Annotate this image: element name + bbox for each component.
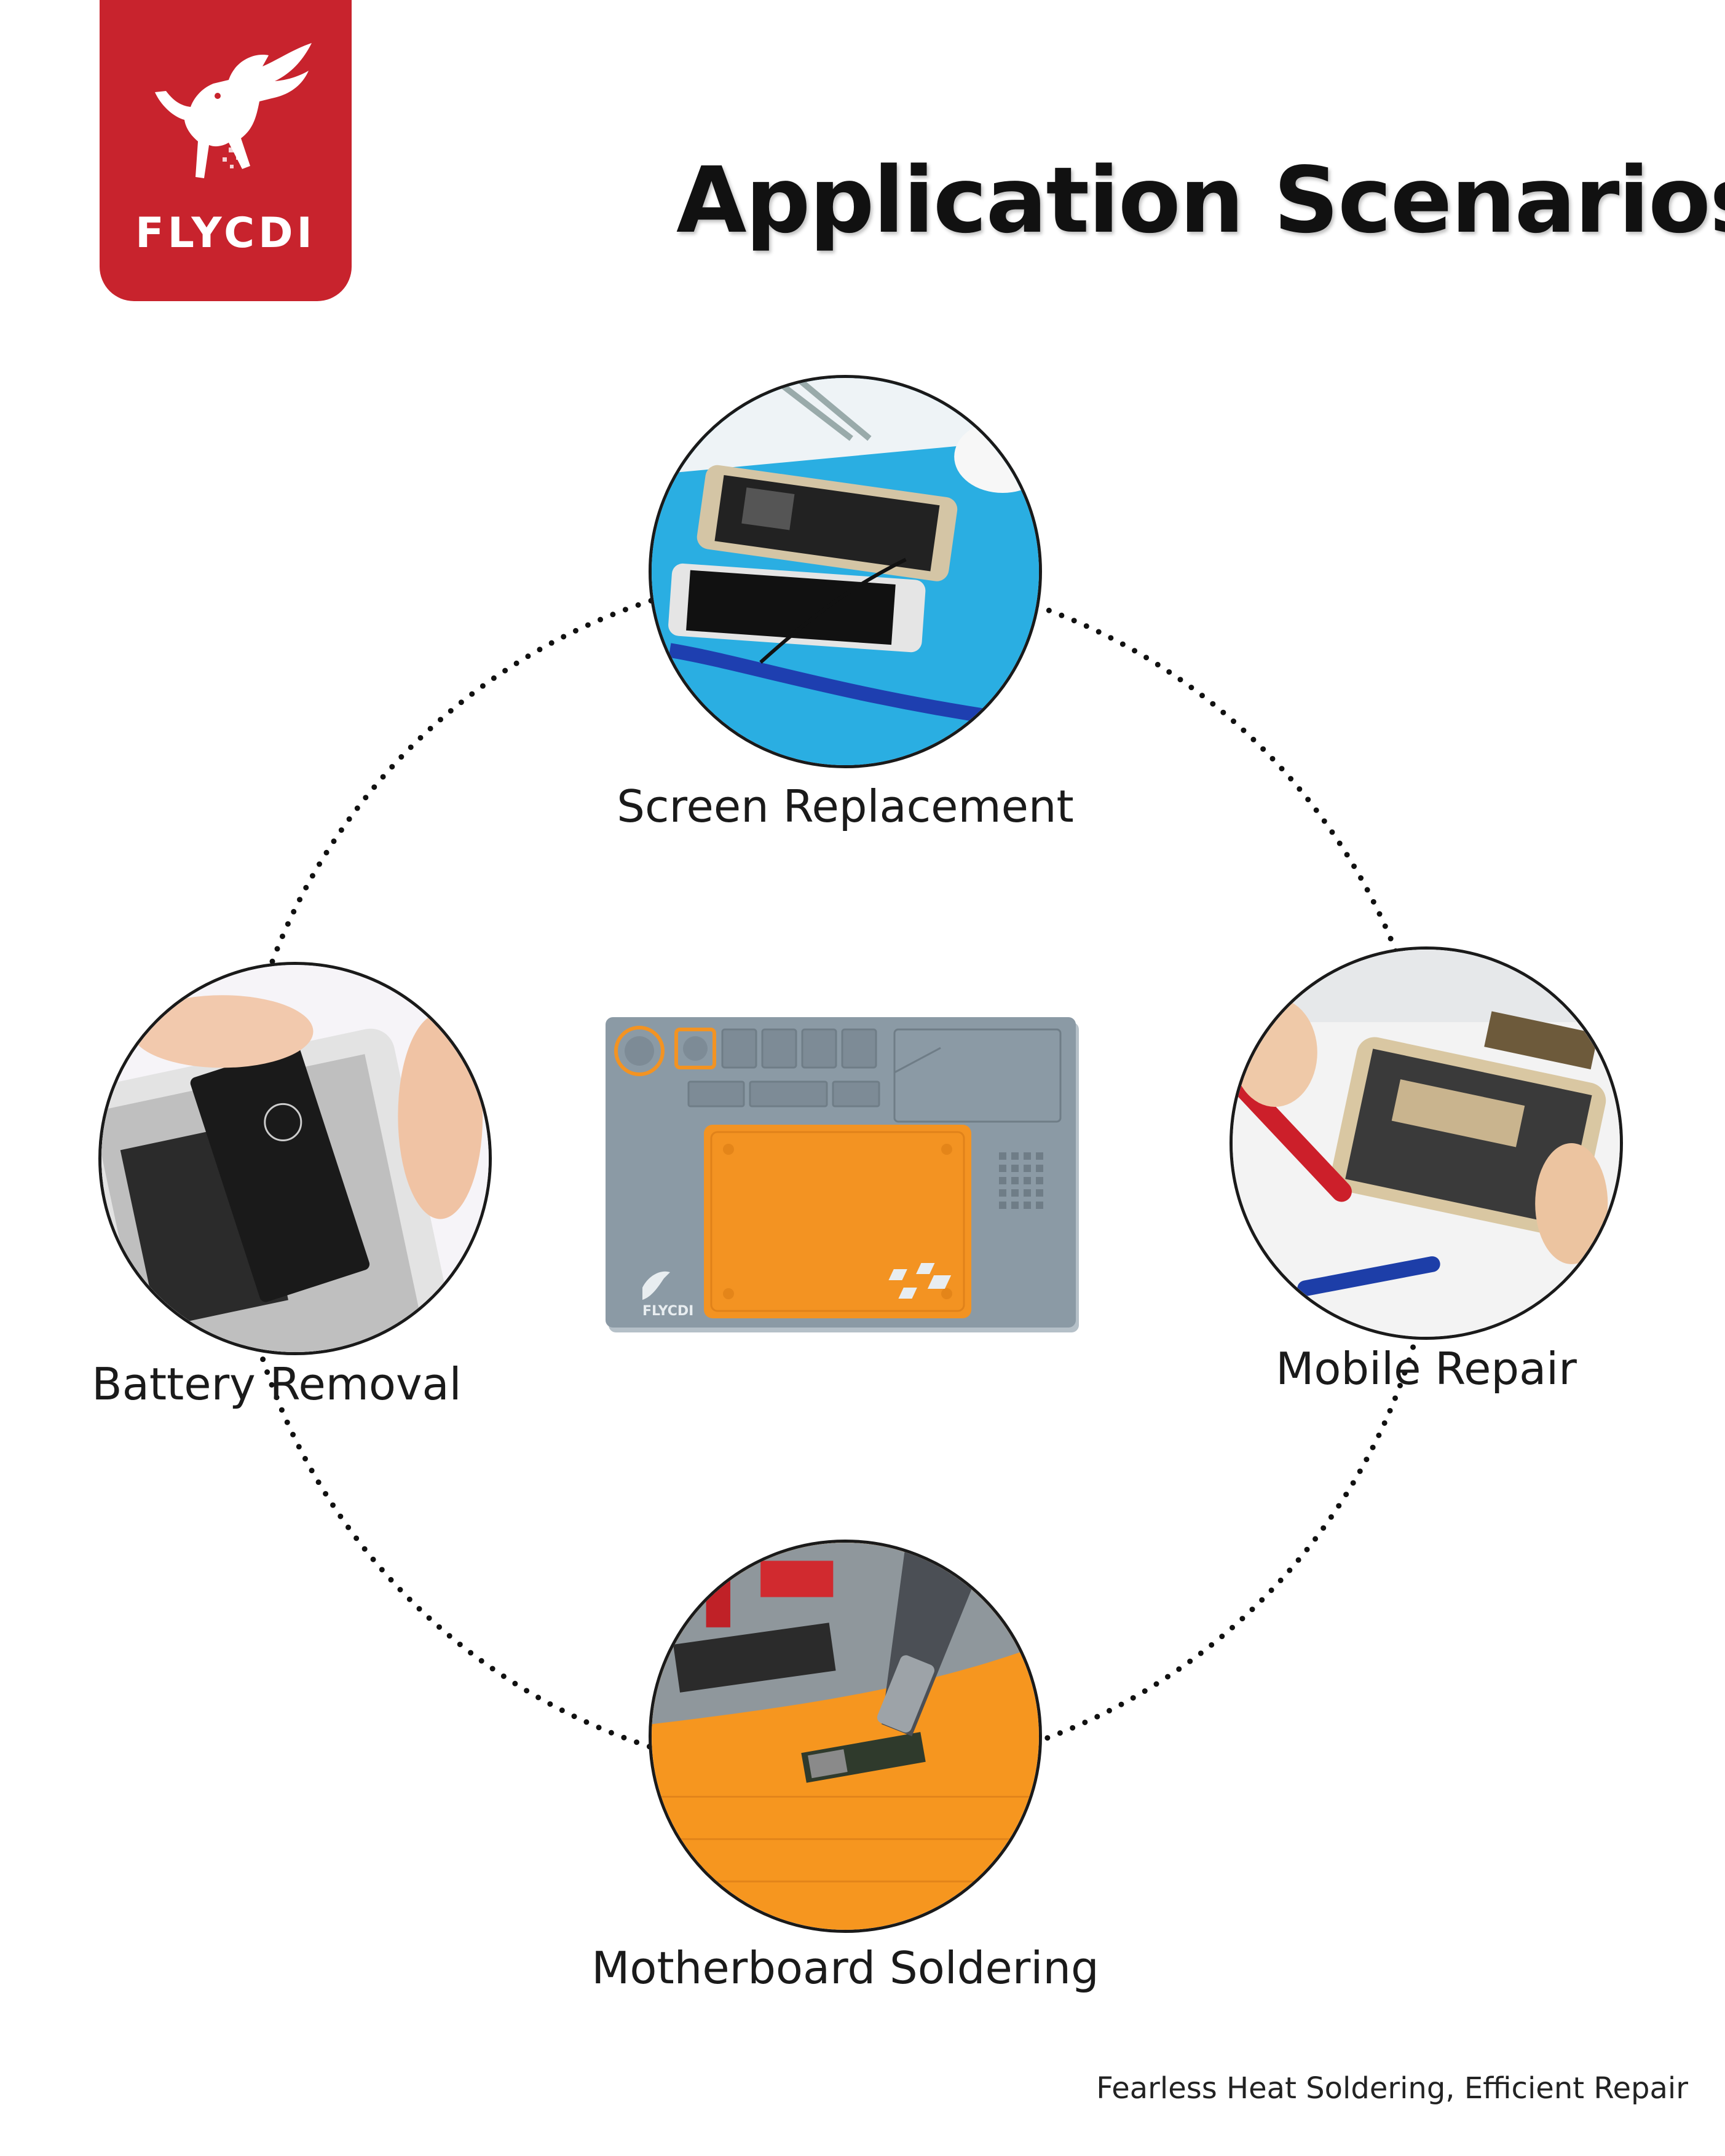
brand-name: FLYCDI <box>135 209 316 258</box>
tagline: Fearless Heat Soldering, Efficient Repai… <box>1096 2071 1688 2106</box>
scenario-label-screen-replacement: Screen Replacement <box>617 781 1074 832</box>
battery-removal-photo <box>98 962 492 1355</box>
page-title: Application Scenarios <box>676 148 1725 253</box>
motherboard-soldering-photo <box>649 1540 1042 1933</box>
screen-replacement-photo <box>649 375 1042 768</box>
repair-mat-image: FLYCDI <box>606 1017 1082 1337</box>
mobile-repair-photo <box>1230 946 1623 1340</box>
scenario-label-motherboard-soldering: Motherboard Soldering <box>591 1942 1099 1994</box>
winged-horse-icon <box>155 43 312 178</box>
scenario-label-battery-removal: Battery Removal <box>92 1358 462 1410</box>
mat-brand-text: FLYCDI <box>642 1304 693 1319</box>
scenario-label-mobile-repair: Mobile Repair <box>1276 1343 1577 1395</box>
brand-logo: FLYCDI <box>100 0 352 301</box>
